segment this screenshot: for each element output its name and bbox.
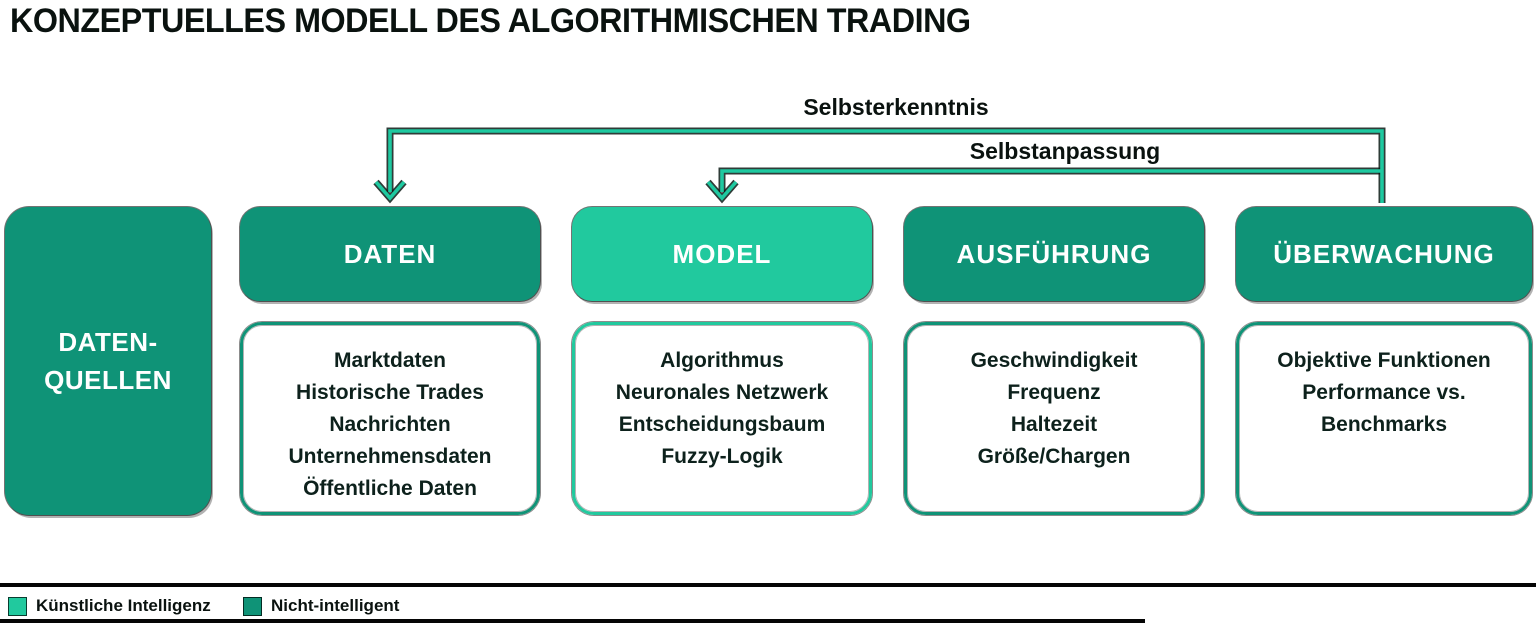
list-item: Benchmarks	[1320, 413, 1448, 436]
stage-items-model: Algorithmus Neuronales Netzwerk Entschei…	[572, 322, 872, 515]
diagram-title: KONZEPTUELLES MODELL DES ALGORITHMISCHEN…	[10, 2, 971, 40]
list-item: Marktdaten	[333, 349, 447, 372]
stage-header-ausfuehrung-label: AUSFÜHRUNG	[956, 238, 1152, 269]
feedback-arrow-line	[374, 129, 1384, 203]
selbstanpassung-arrowhead-icon	[706, 180, 738, 201]
feedback-label-selbstanpassung: Selbstanpassung	[969, 138, 1161, 164]
stage-header-daten-label: DATEN	[343, 238, 437, 269]
stage-header-ueberwachung: ÜBERWACHUNG	[1236, 207, 1532, 301]
list-item: Performance vs.	[1302, 381, 1466, 404]
list-item: Nachrichten	[329, 413, 451, 436]
data-sources-label-line2: QUELLEN	[44, 365, 172, 395]
list-item: Historische Trades	[296, 381, 484, 404]
list-item: Größe/Chargen	[977, 445, 1131, 468]
stage-header-ueberwachung-label: ÜBERWACHUNG	[1273, 238, 1495, 269]
selbsterkenntnis-arrowhead-icon	[374, 180, 406, 201]
legend-item-ai: Künstliche Intelligenz	[8, 596, 211, 616]
stage-items-daten: Marktdaten Historische Trades Nachrichte…	[240, 322, 540, 515]
list-item: Haltezeit	[1010, 413, 1098, 436]
stage-header-model-label: MODEL	[672, 238, 772, 269]
list-item: Objektive Funktionen	[1277, 349, 1491, 372]
legend-label-non-intelligent: Nicht-intelligent	[271, 596, 400, 615]
non-intelligent-color-swatch-icon	[243, 596, 262, 616]
list-item: Öffentliche Daten	[303, 477, 477, 500]
selbstanpassung-arrow	[720, 169, 1382, 192]
selbsterkenntnis-arrow	[388, 129, 1384, 203]
stage-items-ausfuehrung: Geschwindigkeit Frequenz Haltezeit Größe…	[904, 322, 1204, 515]
list-item: Frequenz	[1007, 381, 1101, 404]
list-item: Neuronales Netzwerk	[615, 381, 829, 404]
stage-header-ausfuehrung: AUSFÜHRUNG	[904, 207, 1204, 301]
feedback-label-selbsterkenntnis: Selbsterkenntnis	[803, 94, 989, 120]
list-item: Unternehmensdaten	[288, 445, 492, 468]
data-sources-box: DATEN- QUELLEN	[5, 207, 211, 515]
bottom-bar	[0, 619, 1145, 623]
list-item: Fuzzy-Logik	[661, 445, 783, 468]
list-item: Algorithmus	[660, 349, 784, 372]
data-sources-label-line1: DATEN-	[58, 327, 158, 357]
list-item: Geschwindigkeit	[970, 349, 1138, 372]
legend-item-non-intelligent: Nicht-intelligent	[243, 596, 399, 616]
legend-label-ai: Künstliche Intelligenz	[36, 596, 211, 615]
stage-header-model: MODEL	[572, 207, 872, 301]
legend-divider	[0, 583, 1536, 587]
stage-header-daten: DATEN	[240, 207, 540, 301]
ai-color-swatch-icon	[8, 596, 27, 616]
feedback-arrow-shadow	[373, 127, 1386, 204]
list-item: Entscheidungsbaum	[618, 413, 826, 436]
stage-items-ueberwachung: Objektive Funktionen Performance vs. Ben…	[1236, 322, 1532, 515]
